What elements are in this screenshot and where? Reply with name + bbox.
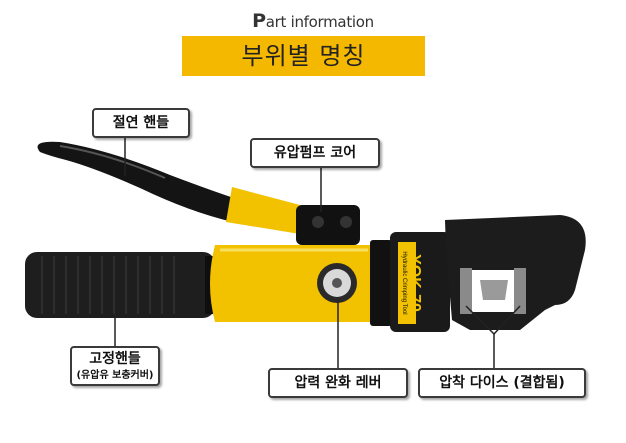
label-pump-core-text: 유압펌프 코어 — [273, 145, 357, 161]
label-release-lever-text: 압력 완화 레버 — [294, 375, 382, 391]
label-pump-core: 유압펌프 코어 — [250, 138, 380, 168]
subtitle-initial: P — [252, 10, 266, 32]
page-title: 부위별 명칭 — [241, 42, 366, 70]
label-crimp-die: 압착 다이스 (결합됨) — [418, 368, 586, 398]
part-information-subtitle: Part information — [0, 10, 626, 32]
label-insulated-handle-text: 절연 핸들 — [112, 115, 170, 131]
subtitle-rest: art information — [265, 13, 374, 31]
label-crimp-die-text: 압착 다이스 (결합됨) — [439, 375, 565, 391]
model-text: YQK-70 — [406, 254, 423, 312]
body-text: Hydraulic Crimping Tool — [401, 251, 407, 314]
label-fixed-handle-sub: (유압유 보충커버) — [76, 370, 154, 381]
label-fixed-handle-text: 고정핸들 — [89, 351, 141, 367]
label-release-lever: 압력 완화 레버 — [268, 368, 408, 398]
label-fixed-handle: 고정핸들 (유압유 보충커버) — [70, 346, 160, 386]
label-insulated-handle: 절연 핸들 — [92, 108, 190, 138]
title-highlight-bar — [182, 36, 425, 76]
